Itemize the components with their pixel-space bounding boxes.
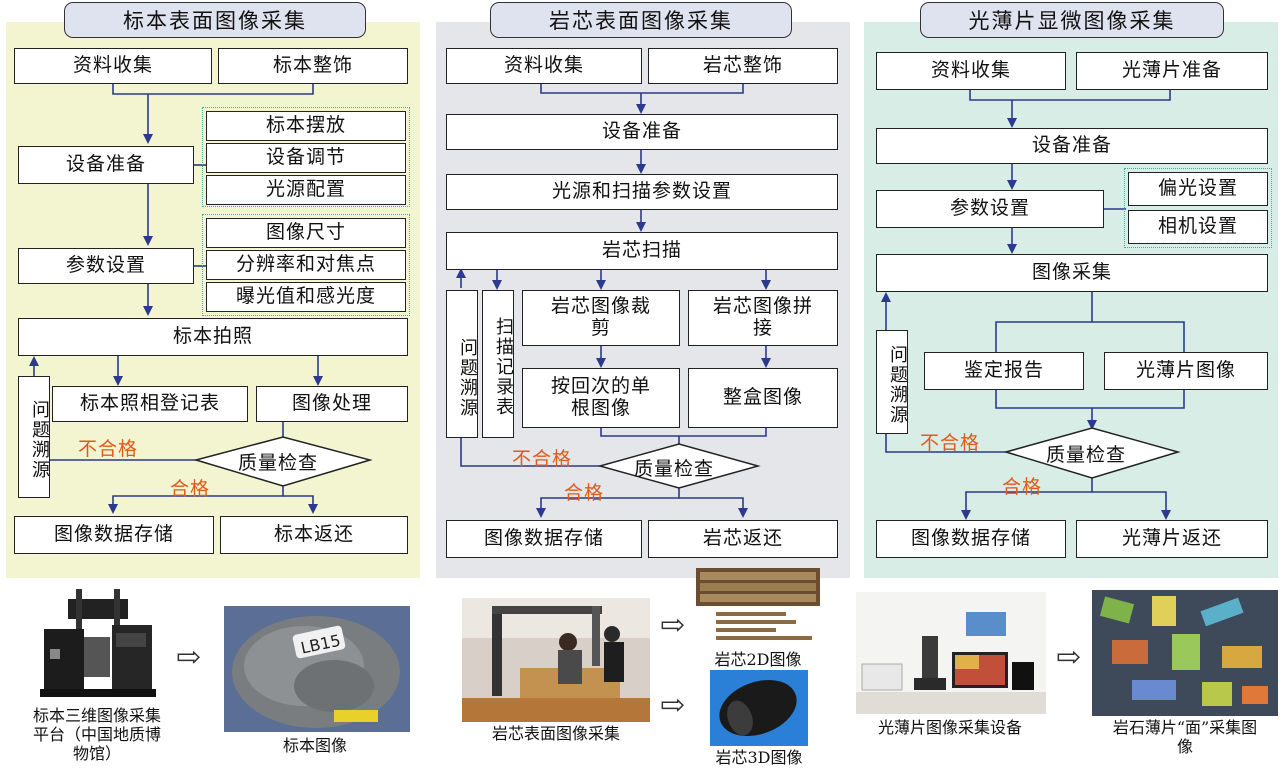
exposure-box: 曝光值和感光度 [206, 282, 406, 312]
panel2-title: 岩芯表面图像采集 [490, 2, 792, 38]
core-2d-photo [696, 568, 820, 640]
collect-box-3: 资料收集 [876, 52, 1066, 90]
return-box-2: 岩芯返还 [648, 520, 838, 558]
adjust-box: 设备调节 [206, 143, 406, 173]
equip-box-3: 设备准备 [876, 128, 1268, 164]
rock-slide-caption: 岩石薄片“面”采集图像 [1112, 718, 1258, 757]
core-surface-caption: 岩芯表面图像采集 [491, 724, 620, 743]
light-box: 光源配置 [206, 175, 406, 205]
panel1-title: 标本表面图像采集 [64, 2, 366, 38]
arrow-icon-4: ⇨ [1056, 640, 1083, 675]
store-box-2: 图像数据存储 [446, 520, 642, 558]
collect-box-1: 资料收集 [14, 48, 212, 84]
equip-options-group [202, 107, 410, 207]
panel-slide [864, 22, 1278, 578]
equip-box-2: 设备准备 [446, 114, 838, 150]
check-label-3: 质量检查 [1046, 444, 1127, 466]
slideimg-box: 光薄片图像 [1104, 352, 1268, 390]
stitch-box: 岩芯图像拼接 [688, 290, 838, 346]
camera-options-group [1124, 168, 1272, 248]
scanparam-box: 光源和扫描参数设置 [446, 174, 838, 210]
process-box: 图像处理 [256, 386, 408, 422]
acquire-box: 图像采集 [876, 254, 1268, 292]
param-box-3: 参数设置 [876, 190, 1104, 228]
resolution-box: 分辨率和对焦点 [206, 250, 406, 280]
collect-box-2: 资料收集 [446, 48, 642, 84]
fail-label-1: 不合格 [78, 438, 139, 460]
specimen-caption: 标本图像 [282, 736, 347, 755]
return-box-1: 标本返还 [220, 516, 408, 554]
register-box: 标本照相登记表 [52, 386, 248, 422]
core-scan-photo [462, 598, 650, 722]
photo-box: 标本拍照 [18, 318, 408, 356]
return-box-3: 光薄片返还 [1076, 520, 1268, 558]
size-box: 图像尺寸 [206, 218, 406, 248]
platform-photo [30, 585, 160, 703]
camera-box: 相机设置 [1128, 210, 1268, 244]
specimen-photo: LB15 [224, 606, 410, 732]
rock-slide-photo [1092, 590, 1278, 716]
param-options-group [202, 214, 410, 316]
crop-box: 岩芯图像裁剪 [522, 290, 680, 346]
param-box-1: 参数设置 [18, 248, 194, 284]
record-box: 扫描记录表 [482, 290, 514, 438]
arrange-box-2: 岩芯整饰 [648, 48, 838, 84]
core-2d-caption: 岩芯2D图像 [714, 650, 802, 669]
arrow-icon-2: ⇨ [660, 608, 687, 643]
pass-label-1: 合格 [170, 478, 211, 500]
check-label-1: 质量检查 [238, 452, 319, 474]
fail-label-3: 不合格 [920, 432, 981, 454]
arrow-icon-1: ⇨ [176, 640, 203, 675]
prepare-box: 光薄片准备 [1076, 52, 1268, 90]
store-box-1: 图像数据存储 [14, 516, 214, 554]
place-box: 标本摆放 [206, 111, 406, 141]
single-box: 按回次的单根图像 [522, 368, 680, 428]
pass-label-2: 合格 [564, 482, 605, 504]
report-box: 鉴定报告 [924, 352, 1084, 390]
check-label-2: 质量检查 [634, 458, 715, 480]
core-3d-photo [710, 670, 808, 746]
fail-label-2: 不合格 [512, 448, 573, 470]
core-3d-caption: 岩芯3D图像 [715, 748, 803, 767]
box-image-box: 整盒图像 [688, 368, 838, 428]
store-box-3: 图像数据存储 [876, 520, 1066, 558]
slide-device-photo [856, 592, 1046, 714]
scan-box: 岩芯扫描 [446, 232, 838, 270]
panel3-title: 光薄片显微图像采集 [920, 2, 1224, 38]
platform-caption: 标本三维图像采集平台（中国地质博物馆） [32, 706, 161, 764]
trace-box-1: 问题溯源 [18, 376, 50, 498]
trace-box-3: 问题溯源 [876, 330, 908, 434]
slide-device-caption: 光薄片图像采集设备 [877, 718, 1022, 737]
arrange-box-1: 标本整饰 [218, 48, 408, 84]
pass-label-3: 合格 [1002, 476, 1043, 498]
equip-box-1: 设备准备 [18, 146, 194, 184]
trace-box-2: 问题溯源 [446, 290, 478, 438]
arrow-icon-3: ⇨ [660, 688, 687, 723]
polar-box: 偏光设置 [1128, 172, 1268, 206]
